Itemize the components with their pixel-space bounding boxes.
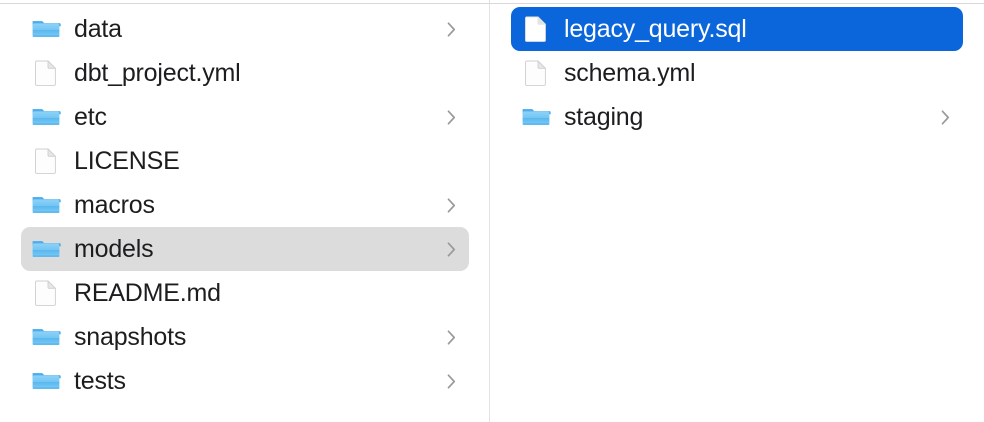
document-icon xyxy=(31,146,61,176)
document-icon xyxy=(31,58,61,88)
document-icon xyxy=(521,14,551,44)
file-row-label: README.md xyxy=(74,279,221,307)
document-icon xyxy=(521,58,551,88)
file-row-label: models xyxy=(74,235,154,263)
column-divider xyxy=(489,0,490,422)
file-row[interactable]: dbt_project.yml xyxy=(21,51,469,95)
chevron-right-icon xyxy=(444,195,458,215)
file-row[interactable]: etc xyxy=(21,95,469,139)
file-row-label: schema.yml xyxy=(564,59,696,87)
chevron-right-icon xyxy=(444,239,458,259)
file-row-label: etc xyxy=(74,103,107,131)
file-row[interactable]: data xyxy=(21,7,469,51)
file-row[interactable]: tests xyxy=(21,359,469,403)
file-row-label: macros xyxy=(74,191,155,219)
file-row[interactable]: models xyxy=(21,227,469,271)
folder-icon xyxy=(31,234,61,264)
document-icon xyxy=(31,278,61,308)
file-row[interactable]: LICENSE xyxy=(21,139,469,183)
chevron-right-icon xyxy=(938,107,952,127)
chevron-right-icon xyxy=(444,107,458,127)
file-row[interactable]: README.md xyxy=(21,271,469,315)
file-row[interactable]: staging xyxy=(511,95,963,139)
file-row-label: dbt_project.yml xyxy=(74,59,241,87)
file-row-label: staging xyxy=(564,103,644,131)
folder-icon xyxy=(31,190,61,220)
folder-icon xyxy=(521,102,551,132)
file-row-label: legacy_query.sql xyxy=(564,15,747,43)
file-row-label: snapshots xyxy=(74,323,187,351)
file-row[interactable]: schema.yml xyxy=(511,51,963,95)
folder-icon xyxy=(31,366,61,396)
window-top-divider xyxy=(0,3,984,4)
file-row[interactable]: legacy_query.sql xyxy=(511,7,963,51)
chevron-right-icon xyxy=(444,19,458,39)
file-row-label: data xyxy=(74,15,122,43)
file-row-label: LICENSE xyxy=(74,147,180,175)
chevron-right-icon xyxy=(444,371,458,391)
file-row[interactable]: macros xyxy=(21,183,469,227)
folder-icon xyxy=(31,14,61,44)
file-row-label: tests xyxy=(74,367,126,395)
folder-icon xyxy=(31,322,61,352)
folder-icon xyxy=(31,102,61,132)
finder-column-child: legacy_query.sql schema.yml staging xyxy=(490,0,984,422)
file-row[interactable]: snapshots xyxy=(21,315,469,359)
chevron-right-icon xyxy=(444,327,458,347)
